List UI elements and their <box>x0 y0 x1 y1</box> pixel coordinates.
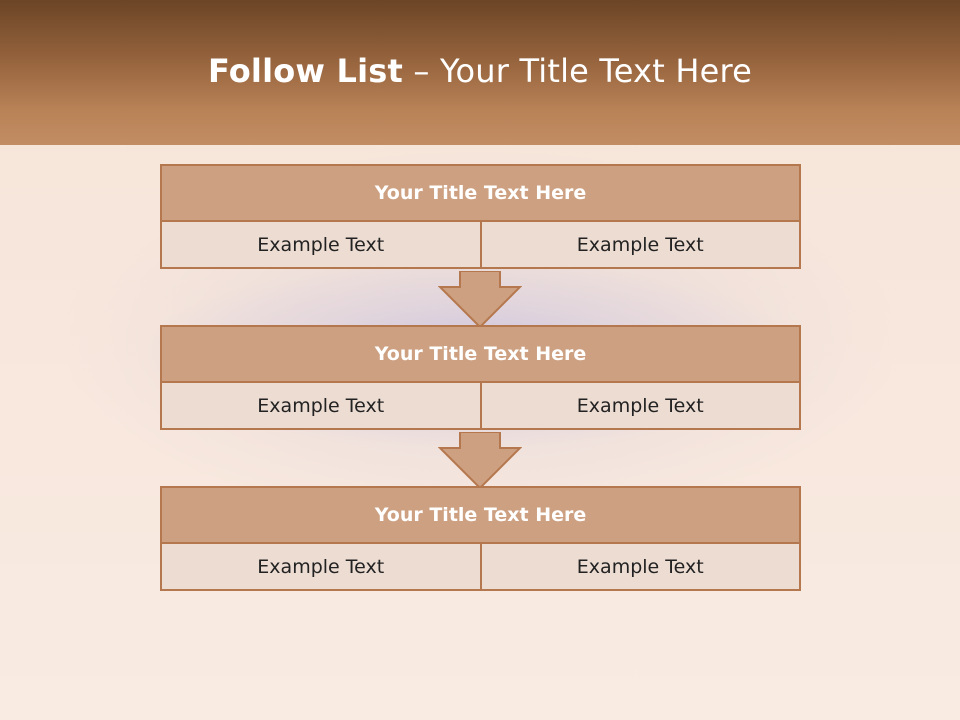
title-banner: Follow List – Your Title Text Here <box>0 0 960 145</box>
slide-title-rest: – Your Title Text Here <box>403 51 753 90</box>
step-cell-right: Example Text <box>479 542 801 591</box>
slide-title-strong: Follow List <box>207 51 404 90</box>
step-row: Example Text Example Text <box>160 542 801 591</box>
step-title: Your Title Text Here <box>160 486 801 544</box>
step-cell-right: Example Text <box>479 381 801 430</box>
step-cell-left: Example Text <box>160 220 482 269</box>
step-box-2: Your Title Text Here Example Text Exampl… <box>160 325 801 430</box>
down-arrow-icon <box>438 432 522 490</box>
step-box-1: Your Title Text Here Example Text Exampl… <box>160 164 801 269</box>
step-row: Example Text Example Text <box>160 381 801 430</box>
step-cell-right: Example Text <box>479 220 801 269</box>
step-cell-left: Example Text <box>160 381 482 430</box>
down-arrow-icon <box>438 271 522 329</box>
step-row: Example Text Example Text <box>160 220 801 269</box>
step-box-3: Your Title Text Here Example Text Exampl… <box>160 486 801 591</box>
step-cell-left: Example Text <box>160 542 482 591</box>
step-title: Your Title Text Here <box>160 325 801 383</box>
slide-title: Follow List – Your Title Text Here <box>208 52 752 90</box>
step-title: Your Title Text Here <box>160 164 801 222</box>
